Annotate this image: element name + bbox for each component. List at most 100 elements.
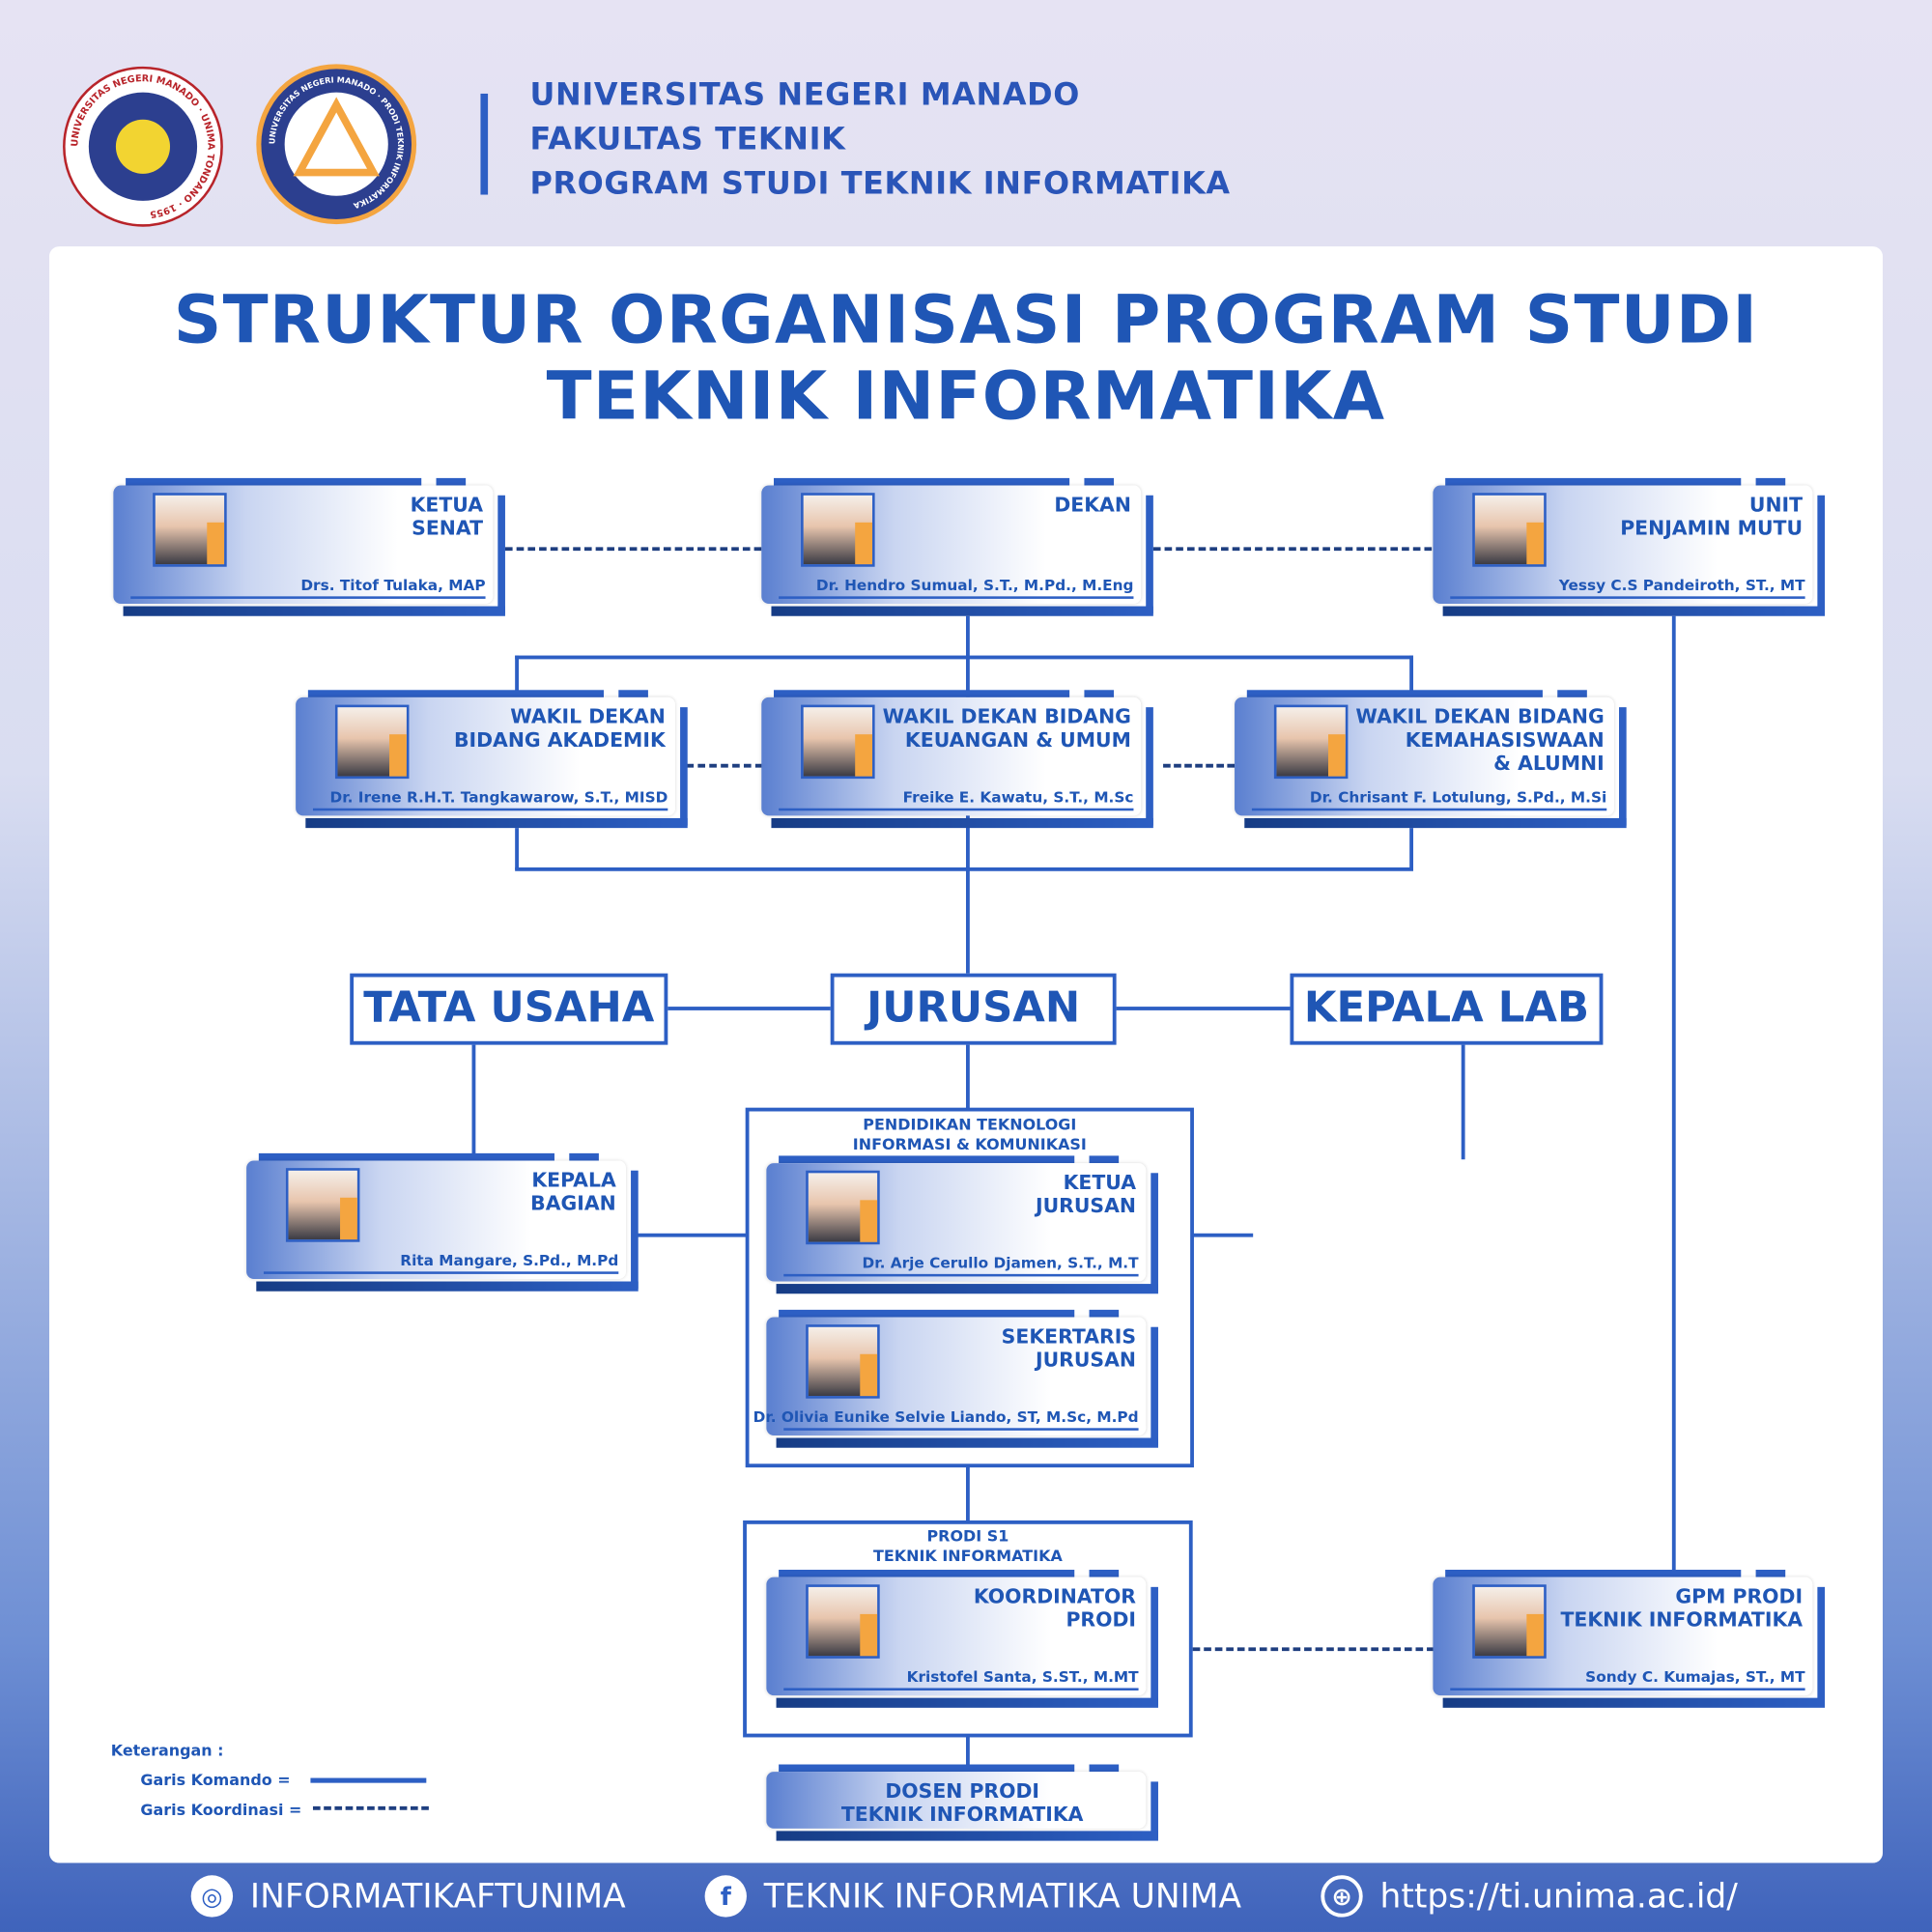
card-role: DOSEN PRODI TEKNIK INFORMATIKA [840,1778,1084,1827]
person-photo [806,1170,880,1245]
kepala-lab-box: KEPALA LAB [1290,973,1604,1045]
coordination-line [1192,1647,1435,1652]
card-accent [1084,690,1115,697]
page-title-line2: TEKNIK INFORMATIKA [546,356,1386,436]
card-shadow [256,1281,639,1292]
command-line [1115,1007,1293,1010]
card-shadow [123,606,505,616]
wakil-dekan-kemahasiswaan-card: WAKIL DEKAN BIDANG KEMAHASISWAAN & ALUMN… [1235,690,1627,829]
legend-title: Keterangan : [110,1741,224,1760]
card-shadow [1442,1697,1826,1708]
card-edge [1151,1326,1158,1446]
prodi-group-label: PRODI S1 TEKNIK INFORMATIKA [873,1526,1063,1565]
person-photo [806,1324,880,1399]
card-underline [1450,596,1805,599]
card-accent [1246,690,1543,697]
card-underline [783,1273,1139,1277]
coordination-line [1152,547,1433,552]
card-accent [618,690,648,697]
card-edge [680,707,688,826]
ptik-group-label: PENDIDIKAN TEKNOLOGI INFORMASI & KOMUNIK… [852,1115,1087,1153]
person-name: Dr. Arje Cerullo Djamen, S.T., M.T [862,1254,1139,1272]
card-edge [1151,1781,1158,1839]
card-shadow [305,817,688,829]
card-edge [631,1170,639,1290]
footer-facebook[interactable]: f TEKNIK INFORMATIKA UNIMA [704,1875,1241,1918]
card-body [766,1772,1147,1829]
card-accent [258,1152,554,1161]
card-edge [497,495,505,614]
card-role: WAKIL DEKAN BIDANG AKADEMIK [453,704,666,753]
legend-komando-label: Garis Komando = [140,1770,291,1790]
card-accent [1084,477,1115,486]
person-photo [285,1168,360,1242]
card-accent [1089,1155,1120,1164]
card-accent [569,1152,599,1161]
person-photo [1472,1584,1547,1659]
command-line [1191,1233,1254,1237]
facebook-icon: f [704,1875,747,1918]
card-shadow [771,606,1153,616]
card-role: GPM PRODI TEKNIK INFORMATIKA [1560,1584,1804,1632]
card-accent [1445,1569,1742,1577]
sekretaris-jurusan-card: SEKERTARIS JURUSAN Dr. Olivia Eunike Sel… [753,1309,1158,1448]
person-name: Dr. Olivia Eunike Selvie Liando, ST, M.S… [753,1407,1139,1426]
card-shadow [771,817,1153,829]
card-shadow [1442,606,1826,616]
command-line [515,867,1413,871]
card-underline [1251,808,1607,811]
coordination-line [1163,763,1236,768]
person-photo [801,704,875,780]
legend-dashed-line [312,1805,429,1810]
command-line [965,1734,970,1770]
card-accent [779,1155,1075,1164]
card-accent [1557,690,1587,697]
card-shadow [776,1697,1158,1708]
command-line [515,828,519,870]
footer-instagram[interactable]: ◎ INFORMATIKAFTUNIMA [190,1875,626,1918]
dekan-card: DEKAN Dr. Hendro Sumual, S.T., M.Pd., M.… [761,477,1153,616]
card-accent [307,690,604,697]
jurusan-box: JURUSAN [830,973,1117,1045]
wakil-dekan-keuangan-card: WAKIL DEKAN BIDANG KEUANGAN & UMUM Freik… [761,690,1153,829]
card-accent [779,1764,1075,1773]
card-edge [1817,1586,1826,1706]
card-shadow [1244,817,1627,829]
card-role: UNIT PENJAMIN MUTU [1620,493,1804,540]
command-line [665,1007,834,1010]
tata-usaha-box: TATA USAHA [350,973,668,1045]
command-line [965,1465,970,1522]
legend-koordinasi-label: Garis Koordinasi = [140,1800,302,1819]
card-underline [783,1428,1139,1431]
website-url: https://ti.unima.ac.id/ [1379,1877,1738,1916]
person-photo [1273,704,1349,780]
kepala-bagian-card: KEPALA BAGIAN Rita Mangare, S.Pd., M.Pd [246,1152,639,1292]
command-line [1409,828,1413,870]
card-underline [1450,1688,1805,1690]
unima-logo: UNIVERSITAS NEGERI MANADO · UNIMA TONDAN… [63,66,223,227]
card-shadow [776,1437,1158,1448]
person-photo [1472,493,1547,567]
wakil-dekan-akademik-card: WAKIL DEKAN BIDANG AKADEMIK Dr. Irene R.… [296,690,688,829]
card-edge [1151,1586,1158,1706]
person-photo [153,493,227,567]
card-underline [130,596,486,599]
gpm-prodi-card: GPM PRODI TEKNIK INFORMATIKA Sondy C. Ku… [1433,1569,1826,1708]
card-role: SEKERTARIS JURUSAN [1001,1324,1137,1372]
card-accent [1755,1569,1786,1577]
command-line [1409,655,1413,696]
ketua-senat-card: KETUA SENAT Drs. Titof Tulaka, MAP [113,477,505,616]
command-line [515,655,1413,660]
person-name: Sondy C. Kumajas, ST., MT [1585,1668,1805,1686]
person-photo [806,1584,880,1659]
footer-website[interactable]: ⊕ https://ti.unima.ac.id/ [1321,1875,1738,1918]
legend-solid-line [310,1777,427,1783]
card-shadow [776,1284,1158,1294]
person-name: Dr. Irene R.H.T. Tangkawarow, S.T., MISD [329,788,668,807]
person-photo [334,704,410,780]
command-line [1671,615,1676,1573]
card-role: DEKAN [1054,493,1131,517]
card-accent [774,690,1070,697]
person-name: Dr. Hendro Sumual, S.T., M.Pd., M.Eng [815,576,1134,594]
header-divider [480,93,489,195]
